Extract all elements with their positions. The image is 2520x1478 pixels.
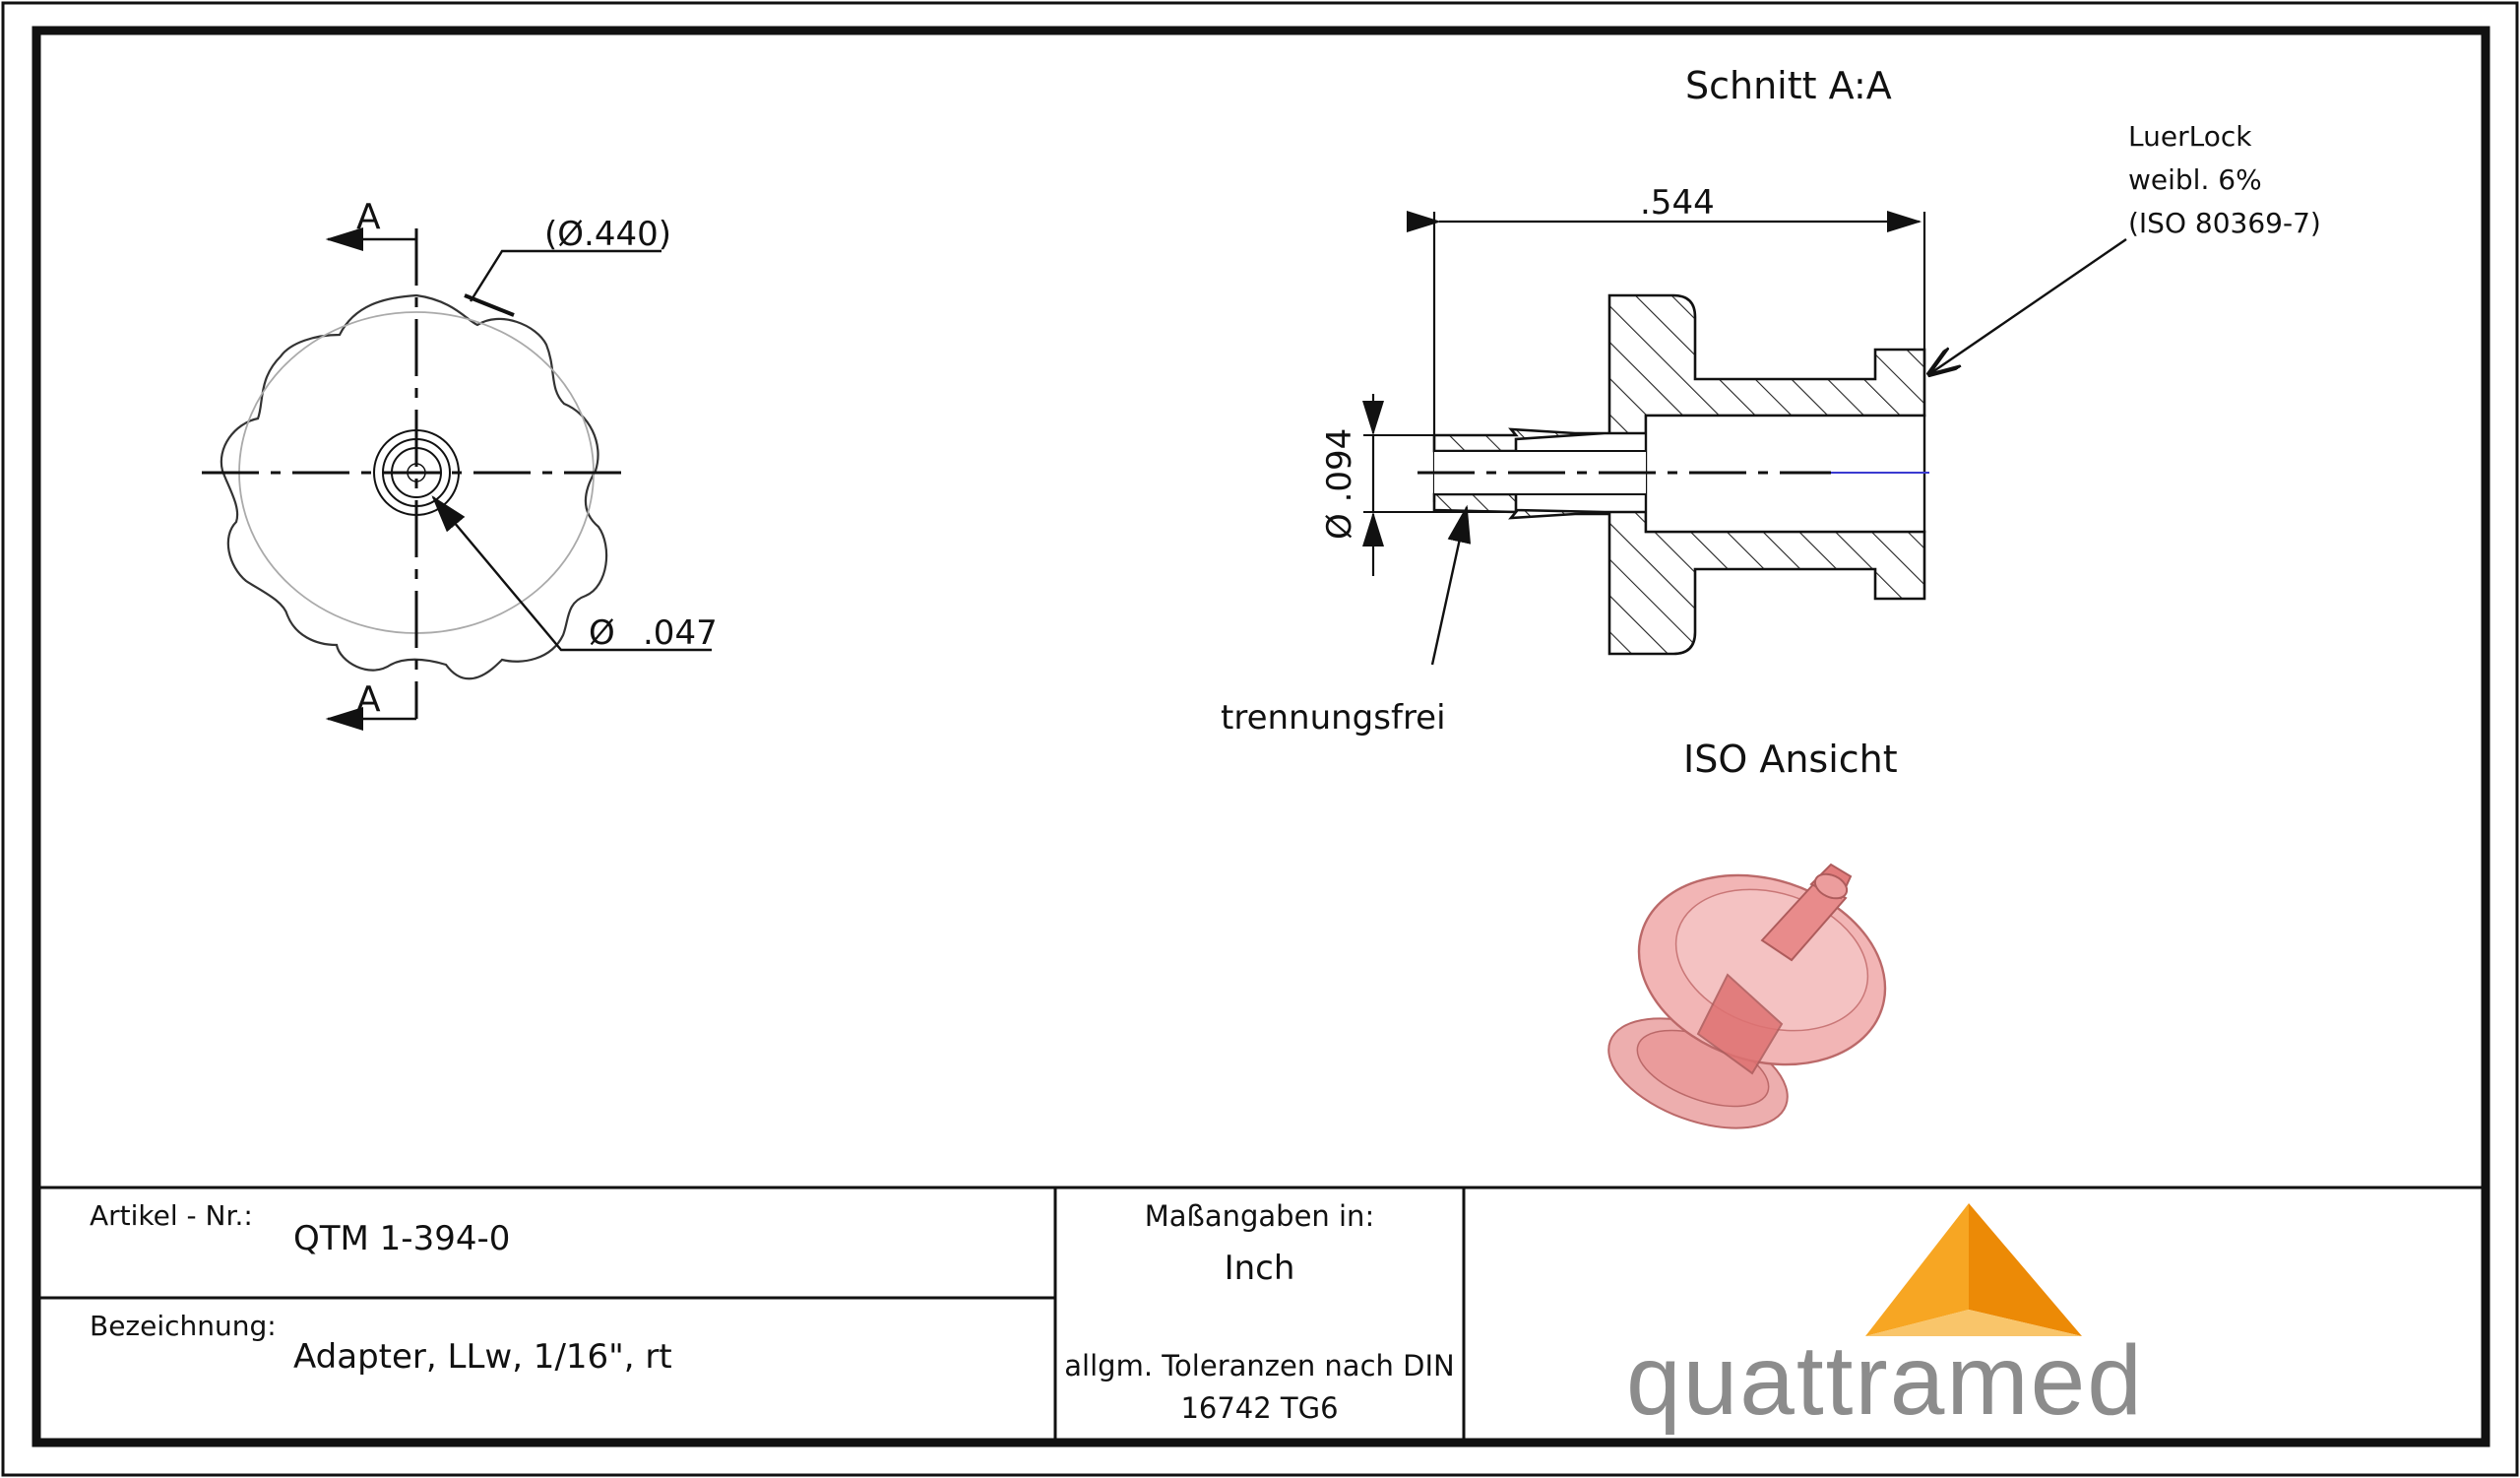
description-label: Bezeichnung: — [90, 1310, 277, 1342]
iso-tip-end — [1813, 872, 1849, 900]
tolerance-line2: 16742 TG6 — [1180, 1391, 1339, 1425]
front-view: A A (Ø.440) Ø .047 — [202, 197, 718, 731]
description-value: Adapter, LLw, 1/16", rt — [293, 1337, 672, 1377]
luer-label-line3: (ISO 80369-7) — [2128, 207, 2321, 239]
bore-diameter-leader — [431, 495, 712, 652]
iso-view: ISO Ansicht — [1607, 738, 1898, 1129]
article-value: QTM 1-394-0 — [293, 1219, 511, 1258]
luer-leader — [1929, 238, 2127, 374]
luer-label-line1: LuerLock — [2128, 120, 2252, 153]
section-marker-top: A — [356, 197, 381, 237]
diameter-ref-label: (Ø.440) — [544, 215, 671, 254]
units-value: Inch — [1224, 1249, 1295, 1288]
bore-diameter-value: .047 — [643, 613, 718, 653]
logo-pyramid-right — [1969, 1203, 2082, 1336]
quattramed-logo — [1865, 1203, 2082, 1336]
iso-barb — [1760, 879, 1848, 962]
iso-title: ISO Ansicht — [1683, 738, 1898, 781]
logo-wordmark: quattramed — [1626, 1325, 2144, 1436]
article-label: Artikel - Nr.: — [90, 1199, 253, 1232]
logo-pyramid-bottom — [1865, 1310, 2082, 1336]
diameter-ref-tick — [464, 293, 515, 317]
trennungsfrei-leader — [1430, 504, 1472, 666]
section-marker-bottom: A — [356, 679, 381, 720]
dia-dim-label: Ø .094 — [1320, 428, 1359, 540]
inner-frame — [32, 26, 2490, 1447]
section-title: Schnitt A:A — [1685, 64, 1892, 107]
luer-label-line2: weibl. 6% — [2128, 163, 2262, 196]
tolerance-line1: allgm. Toleranzen nach DIN — [1064, 1349, 1455, 1382]
logo-pyramid-left — [1865, 1203, 1969, 1336]
title-block — [36, 1186, 2486, 1443]
section-view: Schnitt A:A .544 Ø .094 trennungsfrei Lu… — [1221, 64, 2321, 738]
knob-outline — [220, 293, 608, 680]
diameter-ref-leader — [469, 249, 662, 302]
iso-part-render — [1607, 863, 1887, 1129]
trennungsfrei-label: trennungsfrei — [1221, 698, 1446, 738]
length-dim-label: .544 — [1640, 183, 1715, 223]
bore-diameter-symbol: Ø — [589, 613, 615, 653]
units-label: Maßangaben in: — [1144, 1199, 1375, 1233]
iso-cone — [1696, 973, 1784, 1075]
